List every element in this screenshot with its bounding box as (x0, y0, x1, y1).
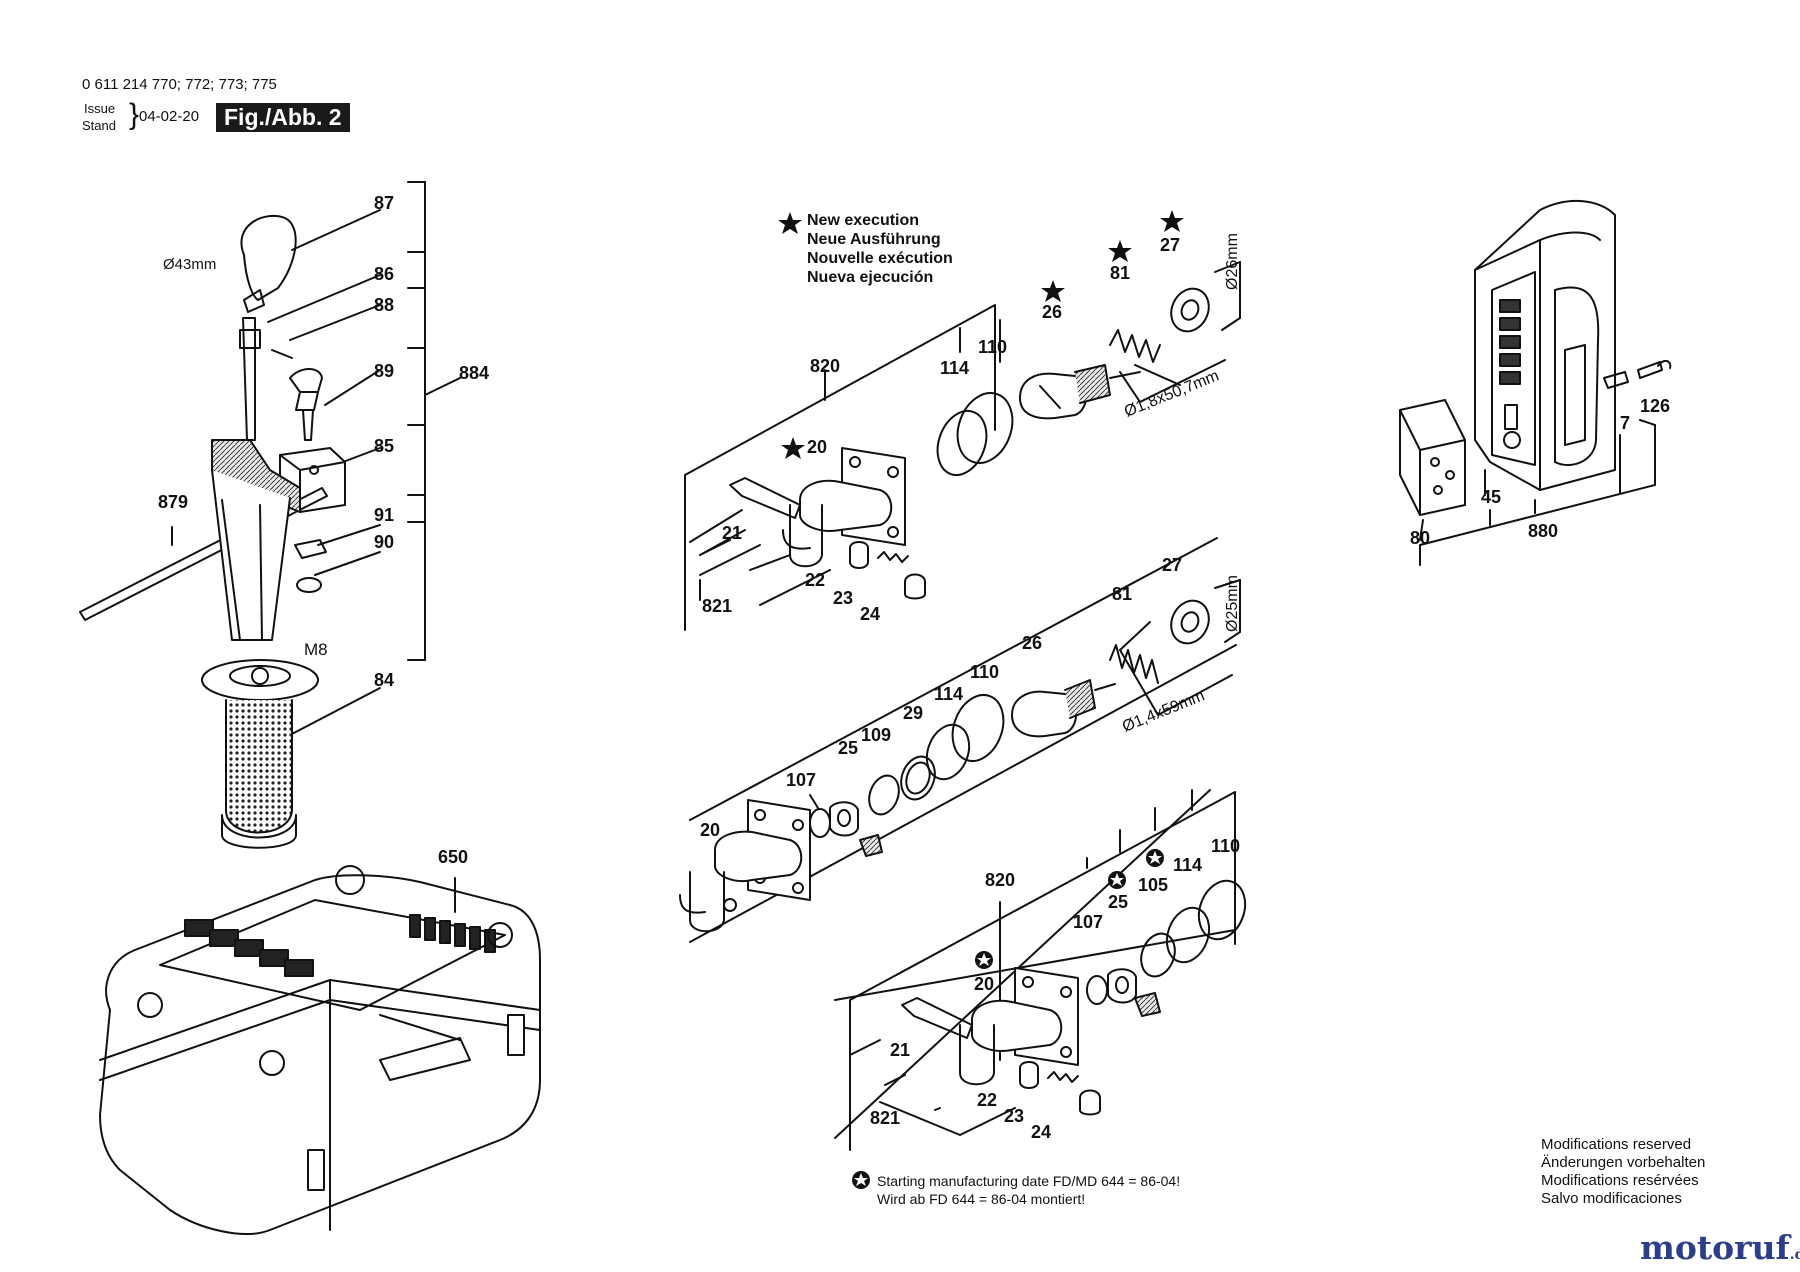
part-label-88: 88 (374, 295, 395, 315)
stand-label: Stand (82, 118, 116, 133)
part-label-87: 87 (374, 193, 395, 213)
part-label-81-mid: 81 (1112, 584, 1133, 604)
logo-tld: .de (1789, 1247, 1800, 1263)
part-label-24-top: 24 (860, 604, 881, 624)
part-label-27-top: 27 (1160, 235, 1181, 255)
part-label-81-top: 81 (1110, 263, 1131, 283)
part-label-821-top: 821 (702, 596, 733, 616)
modifications-fr: Modifications resérvées (1541, 1172, 1699, 1189)
dim-m8: M8 (304, 640, 328, 659)
part-label-23-top: 23 (833, 588, 854, 608)
part-label-27-mid: 27 (1162, 555, 1183, 575)
part-label-114-bottom: 114 (1173, 855, 1203, 875)
part-label-26-top: 26 (1042, 302, 1063, 322)
part-label-25-mid: 25 (838, 738, 859, 758)
part-label-114-top: 114 (940, 358, 970, 378)
note-start-date-en: Starting manufacturing date FD/MD 644 = … (877, 1173, 1181, 1189)
part-label-880: 880 (1528, 521, 1559, 541)
part-label-20-top: 20 (807, 437, 828, 457)
part-label-20-mid: 20 (700, 820, 721, 840)
part-number: 0 611 214 770; 772; 773; 775 (82, 76, 277, 93)
figure-label: Fig./Abb. 2 (216, 103, 350, 132)
issue-date: 04-02-20 (139, 108, 200, 125)
brace-glyph: } (129, 98, 140, 131)
dim-25mm: Ø25mm (1224, 575, 1241, 632)
logo-name: motoruf (1640, 1228, 1790, 1267)
part-label-26-mid: 26 (1022, 633, 1043, 653)
part-label-820-bottom: 820 (985, 870, 1016, 890)
part-label-820-top: 820 (810, 356, 841, 376)
part-label-45: 45 (1481, 487, 1502, 507)
part-label-89: 89 (374, 361, 395, 381)
part-label-80: 80 (1410, 528, 1431, 548)
motoruf-logo[interactable]: motoruf.de (1640, 1228, 1800, 1267)
part-label-24-bottom: 24 (1031, 1122, 1052, 1142)
legend-star-en: New execution (807, 212, 920, 229)
part-label-105-bottom: 105 (1138, 875, 1169, 895)
part-label-821-bottom: 821 (870, 1108, 901, 1128)
modifications-de: Änderungen vorbehalten (1541, 1154, 1706, 1171)
part-label-107-mid: 107 (786, 770, 817, 790)
part-label-84: 84 (374, 670, 395, 690)
part-label-22-bottom: 22 (977, 1090, 998, 1110)
part-label-91: 91 (374, 505, 395, 525)
part-label-21-bottom: 21 (890, 1040, 911, 1060)
part-label-25-bottom: 25 (1108, 892, 1129, 912)
part-label-107-bottom: 107 (1073, 912, 1104, 932)
part-label-86: 86 (374, 264, 395, 284)
part-label-110-bottom: 110 (1211, 836, 1241, 856)
note-start-date-de: Wird ab FD 644 = 86-04 montiert! (877, 1191, 1086, 1207)
part-label-110-top: 110 (978, 337, 1008, 357)
part-label-109-mid: 109 (861, 725, 892, 745)
part-label-90: 90 (374, 532, 395, 552)
legend-star-es: Nueva ejecución (807, 269, 934, 286)
part-label-884: 884 (459, 363, 490, 383)
part-label-126: 126 (1640, 396, 1671, 416)
dim-26mm: Ø26mm (1224, 233, 1241, 290)
part-label-7: 7 (1620, 413, 1631, 433)
part-label-114-mid: 114 (934, 684, 964, 704)
legend-star-fr: Nouvelle exécution (807, 250, 953, 267)
part-label-29-mid: 29 (903, 703, 924, 723)
part-label-650: 650 (438, 847, 469, 867)
modifications-en: Modifications reserved (1541, 1136, 1692, 1153)
modifications-es: Salvo modificaciones (1541, 1190, 1682, 1207)
part-label-21-top: 21 (722, 523, 743, 543)
part-label-879: 879 (158, 492, 189, 512)
part-label-22-top: 22 (805, 570, 826, 590)
issue-label: Issue (84, 101, 116, 116)
part-label-20-bottom: 20 (974, 974, 995, 994)
part-label-85: 85 (374, 436, 395, 456)
dim-43mm: Ø43mm (163, 256, 217, 273)
part-label-110-mid: 110 (970, 662, 1000, 682)
part-label-23-bottom: 23 (1004, 1106, 1025, 1126)
legend-star-de: Neue Ausführung (807, 231, 941, 248)
